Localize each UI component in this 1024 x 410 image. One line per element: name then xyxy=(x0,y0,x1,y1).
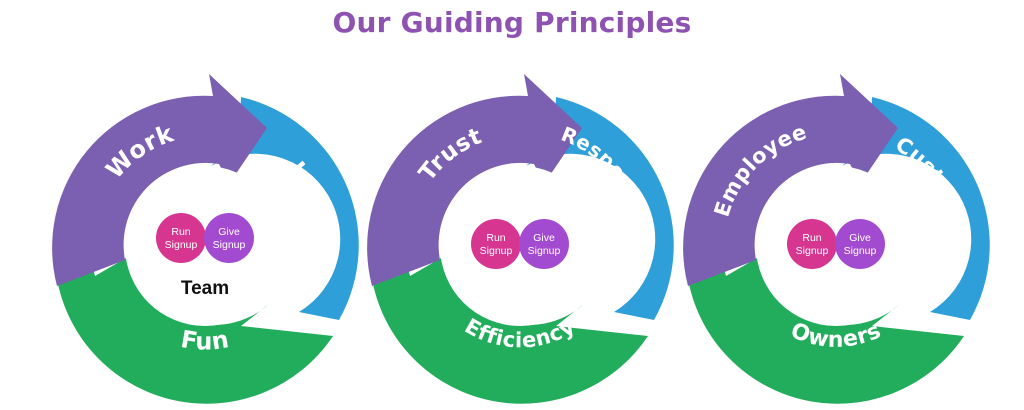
page-title: Our Guiding Principles xyxy=(332,6,692,39)
svg-text:Fun: Fun xyxy=(179,325,232,356)
green-arrow-segment xyxy=(55,230,333,404)
runsignup-givesignup-logo: Run Signup Give Signup xyxy=(787,219,885,269)
svg-text:Signup: Signup xyxy=(844,245,877,257)
runsignup-givesignup-logo: Run Signup Give Signup xyxy=(471,219,569,269)
svg-text:Signup: Signup xyxy=(528,245,561,257)
cycle-diagram: Employee Customers Owners Run Signup Giv… xyxy=(683,74,990,404)
svg-text:Run: Run xyxy=(802,232,821,244)
cycle-diagram: Trust Responsibility Efficiency Run Sign… xyxy=(367,74,674,404)
principle-cycle-2: Trust Responsibility Efficiency Run Sign… xyxy=(367,74,674,406)
svg-text:Give: Give xyxy=(849,232,871,244)
principle-cycle-3: Employee Customers Owners Run Signup Giv… xyxy=(683,74,990,406)
cycle-diagram: Work Learn Fun Run Signup Give Signup Te… xyxy=(52,74,359,404)
green-arrow-segment xyxy=(370,230,648,404)
svg-text:Give: Give xyxy=(218,226,240,238)
svg-text:Signup: Signup xyxy=(480,245,513,257)
svg-text:Signup: Signup xyxy=(796,245,829,257)
svg-text:Signup: Signup xyxy=(165,239,198,251)
svg-text:Run: Run xyxy=(486,232,505,244)
runsignup-givesignup-logo: Run Signup Give Signup xyxy=(156,213,254,263)
svg-text:Give: Give xyxy=(533,232,555,244)
green-label: Fun xyxy=(179,325,231,356)
svg-text:Run: Run xyxy=(171,226,190,238)
center-disc xyxy=(125,166,285,326)
purple-arrow-segment xyxy=(367,74,582,286)
green-arrow-segment xyxy=(686,230,964,404)
svg-text:Signup: Signup xyxy=(213,239,246,251)
purple-arrow-segment xyxy=(683,74,898,286)
principle-cycle-team: Work Learn Fun Run Signup Give Signup Te… xyxy=(52,74,359,406)
purple-arrow-segment xyxy=(52,74,267,286)
center-label: Team xyxy=(181,278,229,299)
